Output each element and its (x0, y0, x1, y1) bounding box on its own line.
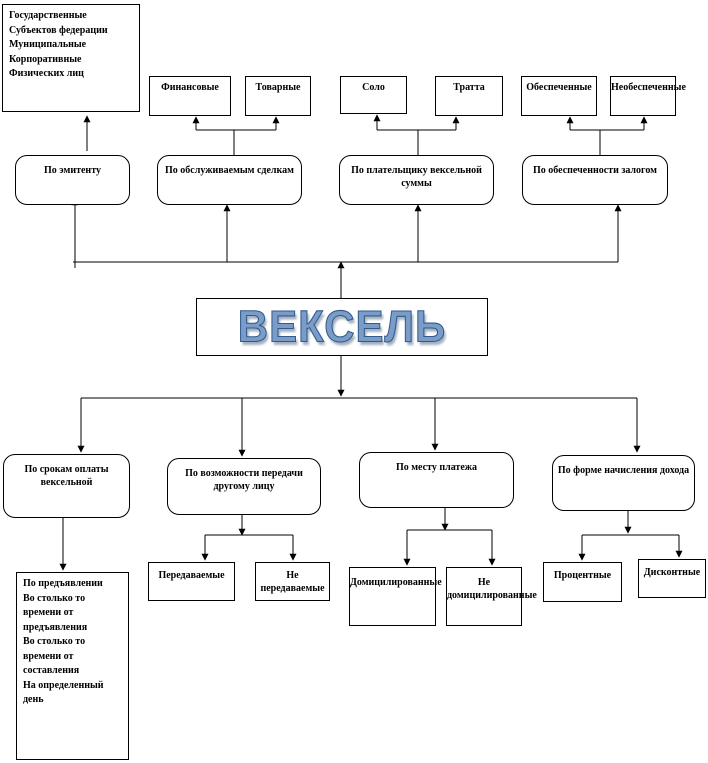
list-item: На определенный день (23, 679, 104, 706)
category-by-issuer: По эмитенту (15, 155, 130, 205)
leaf-interest: Процентные (543, 562, 622, 602)
category-by-income: По форме начисления дохода (552, 455, 695, 511)
list-item: Государственные (9, 10, 87, 21)
issuer-types-list: Государственные Субъектов федерации Муни… (2, 4, 140, 112)
leaf-non-transferable: Не передаваемые (255, 562, 330, 601)
list-item: По предъявлении (23, 578, 103, 589)
category-by-place: По месту платежа (359, 452, 514, 508)
list-item: Во столько то времени от составления (23, 636, 86, 676)
main-title-box: ВЕКСЕЛЬ (196, 298, 488, 356)
payment-terms-list: По предъявлении Во столько то времени от… (16, 572, 129, 760)
leaf-solo: Соло (340, 76, 407, 114)
leaf-domiciled: Домицилированные (349, 567, 442, 626)
category-by-payer: По плательщику вексельной суммы (339, 155, 494, 205)
main-title: ВЕКСЕЛЬ (237, 301, 447, 352)
category-by-collateral: По обеспеченности залогом (522, 155, 668, 205)
leaf-discount: Дисконтные (638, 559, 706, 598)
list-item: Муниципальные (9, 39, 87, 50)
leaf-secured: Обеспеченные (521, 76, 597, 116)
leaf-financial: Финансовые (149, 76, 231, 116)
leaf-transferable: Передаваемые (148, 562, 235, 601)
category-by-terms: По срокам оплаты вексельной (3, 454, 130, 518)
leaf-non-domiciled: Не домицилированные (446, 567, 537, 626)
leaf-tratta: Тратта (435, 76, 503, 116)
leaf-commodity: Товарные (245, 76, 311, 116)
list-item: Физических лиц (9, 68, 84, 79)
list-item: Субъектов федерации (9, 24, 108, 36)
leaf-unsecured: Необеспеченные (610, 76, 686, 116)
list-item: Корпоративные (9, 53, 82, 65)
category-by-deals: По обслуживаемым сделкам (157, 155, 302, 205)
list-item: Во столько то времени от предъявления (23, 592, 88, 633)
category-by-transfer: По возможности передачи другому лицу (167, 458, 321, 515)
